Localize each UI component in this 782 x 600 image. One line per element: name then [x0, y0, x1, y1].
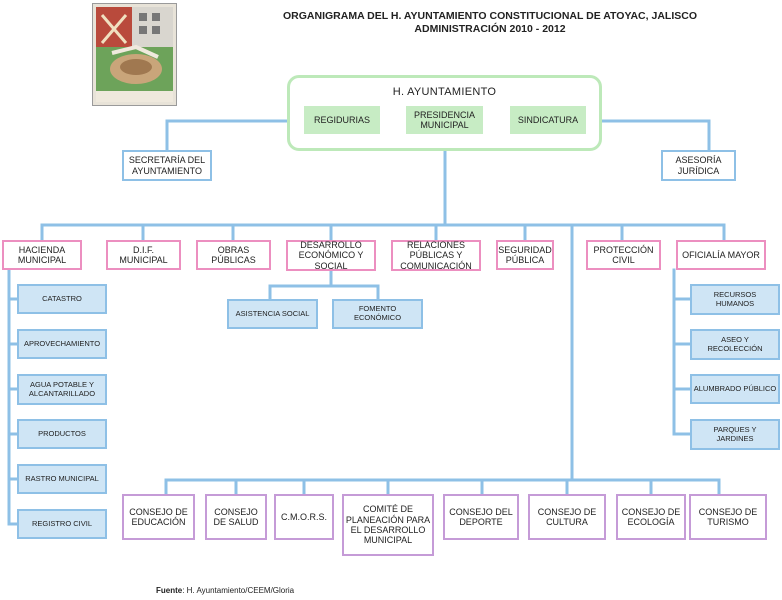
dept-oficialia: OFICIALÍA MAYOR: [676, 240, 766, 270]
dept-relaciones: RELACIONES PÚBLICAS Y COMUNICACIÓN: [391, 240, 481, 271]
unit-asistencia-social: ASISTENCIA SOCIAL: [227, 299, 318, 329]
presidencia-box: PRESIDENCIA MUNICIPAL: [406, 106, 483, 134]
dept-desarrollo: DESARROLLO ECONÓMICO Y SOCIAL: [286, 240, 376, 271]
unit-catastro: CATASTRO: [17, 284, 107, 314]
source-note: Fuente: H. Ayuntamiento/CEEM/Gloria: [156, 586, 294, 595]
chart-title: ORGANIGRAMA DEL H. AYUNTAMIENTO CONSTITU…: [282, 10, 697, 22]
unit-fomento-economico: FOMENTO ECONÓMICO: [332, 299, 423, 329]
unit-parques: PARQUES Y JARDINES: [690, 419, 780, 450]
sindicatura-box: SINDICATURA: [510, 106, 586, 134]
source-label: Fuente: [156, 586, 183, 595]
dept-proteccion: PROTECCIÓN CIVIL: [586, 240, 661, 270]
municipal-seal-logo: [92, 3, 177, 106]
unit-productos: PRODUCTOS: [17, 419, 107, 449]
council-cultura: CONSEJO DE CULTURA: [528, 494, 606, 540]
council-cmors: C.M.O.R.S.: [274, 494, 334, 540]
connector-council-drops: [164, 478, 721, 496]
unit-agua-potable: AGUA POTABLE Y ALCANTARILLADO: [17, 374, 107, 405]
unit-aseo: ASEO Y RECOLECCIÓN: [690, 329, 780, 360]
connector-dept-drops: [40, 223, 726, 242]
chart-subtitle: ADMINISTRACIÓN 2010 - 2012: [414, 23, 566, 35]
unit-rastro: RASTRO MUNICIPAL: [17, 464, 107, 494]
unit-recursos-humanos: RECURSOS HUMANOS: [690, 284, 780, 315]
dept-obras: OBRAS PÚBLICAS: [196, 240, 271, 270]
council-deporte: CONSEJO DEL DEPORTE: [443, 494, 519, 540]
council-coplademun: COMITÉ DE PLANEACIÓN PARA EL DESARROLLO …: [342, 494, 434, 556]
connector-oficialia-units: [672, 297, 692, 436]
regidurias-box: REGIDURIAS: [304, 106, 380, 134]
council-ecologia: CONSEJO DE ECOLOGÍA: [616, 494, 686, 540]
secretaria-box: SECRETARÍA DEL AYUNTAMIENTO: [122, 150, 212, 181]
connector-secretaria: [165, 119, 289, 152]
council-educacion: CONSEJO DE EDUCACIÓN: [122, 494, 195, 540]
council-turismo: CONSEJO DE TURISMO: [689, 494, 767, 540]
asesoria-box: ASESORÍA JURÍDICA: [661, 150, 736, 181]
council-salud: CONSEJO DE SALUD: [205, 494, 267, 540]
connector-asesoria: [600, 119, 711, 152]
ayuntamiento-title: H. AYUNTAMIENTO: [392, 86, 497, 98]
unit-registro-civil: REGISTRO CIVIL: [17, 509, 107, 539]
dept-hacienda: HACIENDA MUNICIPAL: [2, 240, 82, 270]
source-text: : H. Ayuntamiento/CEEM/Gloria: [182, 586, 295, 595]
unit-aprovechamiento: APROVECHAMIENTO: [17, 329, 107, 359]
unit-alumbrado: ALUMBRADO PÚBLICO: [690, 374, 780, 404]
connector-hacienda-units: [7, 297, 19, 526]
dept-dif: D.I.F. MUNICIPAL: [106, 240, 181, 270]
connector-desarrollo: [268, 269, 380, 301]
dept-seguridad: SEGURIDAD PÚBLICA: [496, 240, 554, 270]
